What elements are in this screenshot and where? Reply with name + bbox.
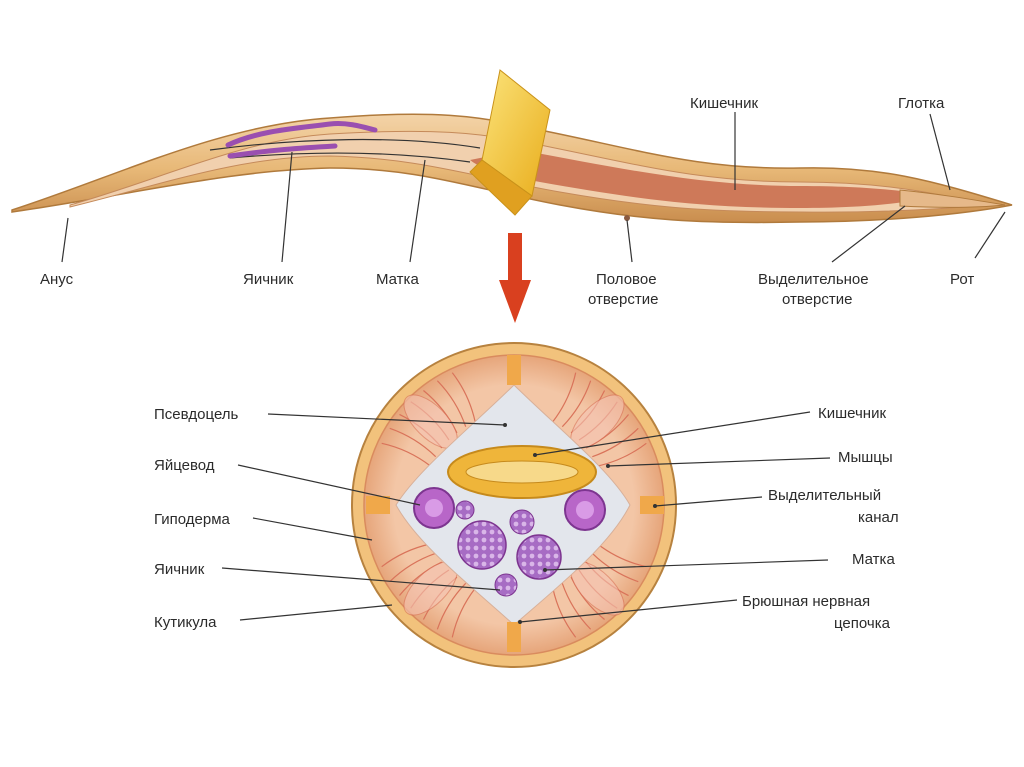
label-oviduct: Яйцевод xyxy=(154,457,215,474)
worm-pharynx xyxy=(899,189,1006,208)
section-ventral-nerve xyxy=(507,622,521,652)
muscle-fiber xyxy=(552,588,577,638)
down-arrow-icon xyxy=(499,233,531,323)
worm-uterus-strand-2 xyxy=(229,152,471,163)
section-ovary-bottom xyxy=(494,573,518,597)
section-uterus-right xyxy=(516,534,562,580)
muscle-fiber xyxy=(389,427,437,458)
worm-ovary xyxy=(225,121,378,159)
section-lateral-right xyxy=(640,496,664,514)
section-ovary-small-1 xyxy=(455,500,475,520)
muscle-fiber xyxy=(451,372,476,422)
label-cuticle: Кутикула xyxy=(154,614,217,631)
muscle-fiber xyxy=(552,372,577,422)
muscle-fiber xyxy=(592,427,639,458)
label-pseudocoel: Псевдоцель xyxy=(154,406,239,423)
muscle-fiber xyxy=(597,543,647,568)
section-oviduct-left-core xyxy=(425,499,443,517)
label-excretory-pore-2: отверстие xyxy=(782,291,852,308)
label-uterus-section: Матка xyxy=(852,551,895,568)
section-ovary-small-2 xyxy=(509,509,535,535)
label-intestine-worm: Кишечник xyxy=(690,95,758,112)
section-leaders xyxy=(221,411,831,624)
section-lateral-left xyxy=(366,496,390,514)
muscle-fiber xyxy=(561,583,592,630)
label-nerve-cord-2: цепочка xyxy=(834,615,891,632)
muscle-fiber xyxy=(381,442,431,467)
muscle-fiber xyxy=(591,552,639,583)
label-uterus-worm: Матка xyxy=(376,271,419,288)
label-genital-pore-2: отверстие xyxy=(588,291,658,308)
worm-genital-pore xyxy=(624,215,630,221)
worm-leaders xyxy=(61,112,1006,263)
label-genital-pore-1: Половое xyxy=(596,271,657,288)
section-muscles xyxy=(381,372,647,638)
section-dorsal-line xyxy=(507,355,521,385)
label-excretory-canal-2: канал xyxy=(858,509,899,526)
label-mouth: Рот xyxy=(950,271,974,288)
label-intestine-section: Кишечник xyxy=(818,405,886,422)
label-excretory-pore-1: Выделительное xyxy=(758,271,869,288)
section-intestine-lumen xyxy=(465,460,579,484)
section-oviduct-right-core xyxy=(576,501,594,519)
label-anus: Анус xyxy=(40,271,74,288)
label-ovary-worm: Яичник xyxy=(243,271,294,288)
label-excretory-canal-1: Выделительный xyxy=(768,487,881,504)
label-ovary-section: Яичник xyxy=(154,561,205,578)
label-nerve-cord-1: Брюшная нервная xyxy=(742,593,870,610)
section-uterus-left xyxy=(457,520,507,570)
muscle-fiber xyxy=(451,588,476,638)
worm-uterus-strand xyxy=(209,138,481,151)
label-hypodermis: Гиподерма xyxy=(154,511,231,528)
worm-intestine xyxy=(470,150,940,208)
muscle-fiber xyxy=(597,442,647,467)
muscle-fiber xyxy=(389,552,436,583)
label-muscles: Мышцы xyxy=(838,449,893,466)
muscle-fiber xyxy=(561,380,592,428)
cross-section xyxy=(351,342,677,668)
section-cut-ring xyxy=(469,69,551,216)
label-pharynx: Глотка xyxy=(898,95,945,112)
muscle-fiber xyxy=(436,380,467,427)
